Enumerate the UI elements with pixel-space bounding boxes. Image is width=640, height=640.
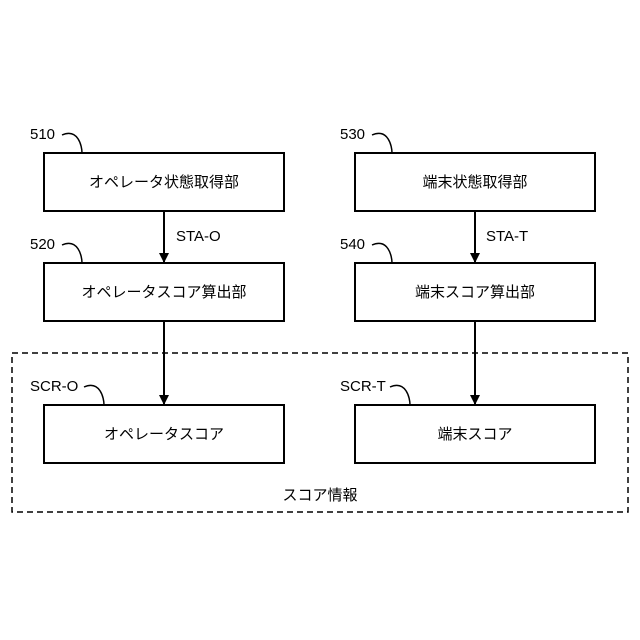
box-510-label: オペレータ状態取得部 <box>89 173 239 191</box>
ref-520: 520 <box>30 236 55 253</box>
box-540-label: 端末スコア算出部 <box>415 283 535 301</box>
leader-scr-t <box>390 385 410 405</box>
operator-score-block: オペレータスコア SCR-O <box>30 378 284 463</box>
ref-scr-t: SCR-T <box>340 378 386 395</box>
ref-scr-o: SCR-O <box>30 378 78 395</box>
box-scr-o-label: オペレータスコア <box>104 425 224 443</box>
ref-540: 540 <box>340 236 365 253</box>
box-530-label: 端末状態取得部 <box>422 173 527 191</box>
leader-540 <box>372 243 392 263</box>
box-scr-t-label: 端末スコア <box>437 425 512 443</box>
terminal-score-block: 端末スコア SCR-T <box>340 378 595 463</box>
leader-scr-o <box>84 385 104 405</box>
operator-score-calculation-block: オペレータスコア算出部 520 <box>30 236 284 321</box>
signal-sta-o: STA-O <box>176 228 221 245</box>
leader-510 <box>62 133 82 153</box>
ref-530: 530 <box>340 126 365 143</box>
terminal-state-acquisition-block: 端末状態取得部 530 <box>340 126 595 211</box>
ref-510: 510 <box>30 126 55 143</box>
operator-state-acquisition-block: オペレータ状態取得部 510 <box>30 126 284 211</box>
signal-sta-t: STA-T <box>486 228 528 245</box>
leader-530 <box>372 133 392 153</box>
leader-520 <box>62 243 82 263</box>
terminal-score-calculation-block: 端末スコア算出部 540 <box>340 236 595 321</box>
box-520-label: オペレータスコア算出部 <box>81 283 246 301</box>
score-info-label: スコア情報 <box>282 486 357 504</box>
